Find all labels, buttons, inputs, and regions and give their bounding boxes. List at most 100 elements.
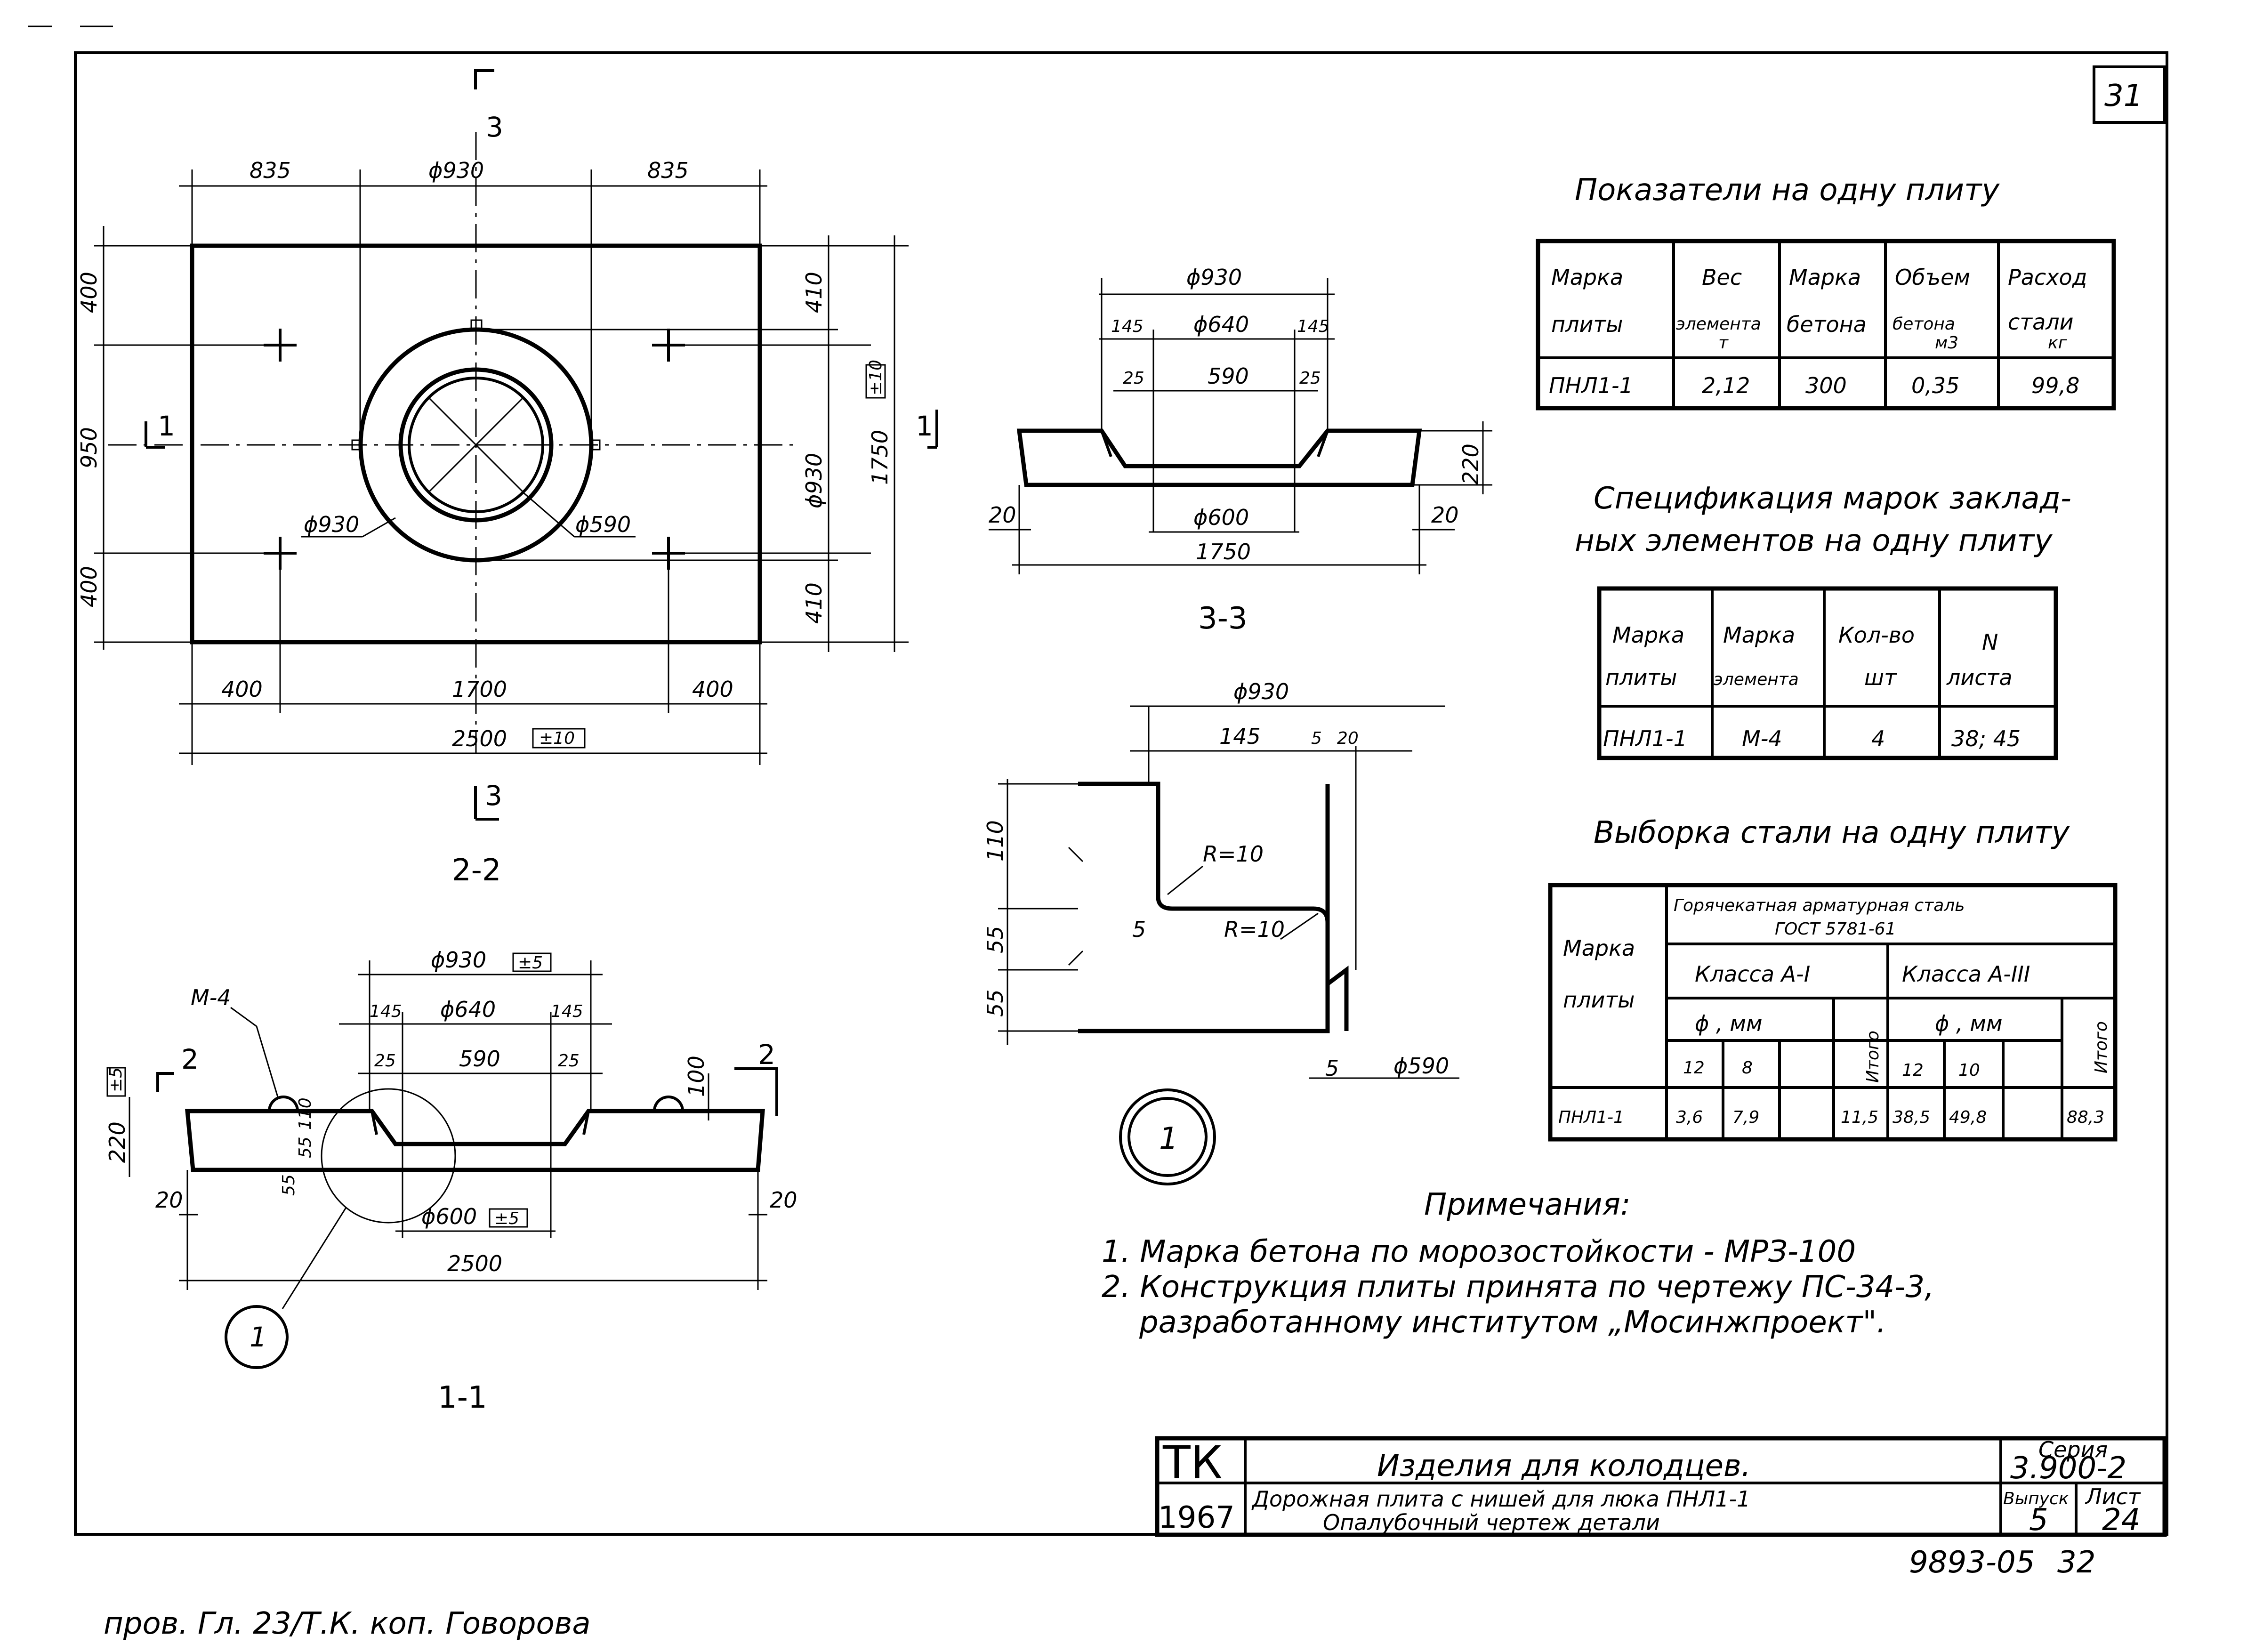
table-indicators: Показатели на одну плиту Марка плиты Вес…	[1536, 173, 2116, 411]
section33-profile	[1016, 428, 1422, 487]
mark-tag-m4: М-4	[191, 985, 231, 1010]
dim-niche-55: 55	[296, 1136, 315, 1158]
t2-cell-qty: 4	[1871, 726, 1885, 751]
cut-mark-top	[474, 69, 494, 89]
t3-cell-a1-12: 3,6	[1676, 1108, 1703, 1127]
d1-dim-110: 110	[983, 820, 1008, 862]
t1-h-steel-2: стали	[2008, 309, 2074, 335]
cut-mark-bottom	[474, 786, 499, 821]
table2-frame	[1597, 586, 2058, 760]
dim-25-left: 25	[374, 1051, 396, 1071]
t1-h-steel-1: Расход	[2008, 265, 2087, 290]
t2-h-sheet-2: листа	[1946, 665, 2013, 690]
t2-cell-sheet: 38; 45	[1951, 726, 2021, 751]
t3-d1-8: 8	[1742, 1058, 1753, 1078]
t1-cell-steel: 99,8	[2031, 373, 2079, 398]
t2-h-plate-2: плиты	[1605, 665, 1677, 690]
d1-dim-5c: 5	[1325, 1056, 1339, 1081]
detail-profile-left	[1078, 782, 1330, 1033]
dim-top-phi930: ϕ930	[428, 158, 484, 183]
detail-label-ring-outer	[1119, 1088, 1216, 1185]
tol-box	[489, 1208, 528, 1228]
t1-h-volume-3: м3	[1935, 333, 1958, 353]
t2-cell-plate: ПНЛ1-1	[1603, 726, 1687, 751]
tol-right: ±10	[866, 360, 886, 395]
t2-h-elem-2: элемента	[1714, 670, 1799, 689]
cut-arrow-right-label: 2	[758, 1039, 775, 1071]
detail-1: ϕ930 145 5 20 110 55 55 R=10 R=10 5 5 ϕ5…	[983, 679, 1459, 1185]
sheet-number-box	[2093, 65, 2166, 124]
dim-left-950: 950	[76, 427, 102, 468]
table1-frame	[1536, 239, 2116, 411]
leader	[522, 491, 575, 538]
t3-d1-12: 12	[1683, 1058, 1705, 1078]
d1-dim-phi930: ϕ930	[1233, 679, 1289, 704]
s33-dim-20-right: 20	[1431, 502, 1459, 528]
d1-radius-2: R=10	[1224, 917, 1285, 942]
table1-title: Показатели на одну плиту	[1575, 173, 2000, 208]
table-embedded-elements: Спецификация марок заклад- ных элементов…	[1575, 481, 2071, 760]
section33-niche	[1100, 430, 1329, 458]
sheet-frame	[74, 51, 2168, 1536]
detail-ref-bubble	[225, 1305, 289, 1369]
t3-h-total-3: Итого	[2092, 1021, 2111, 1073]
table-steel-selection: Выборка стали на одну плиту Марка плиты …	[1548, 815, 2118, 1142]
d1-dim-phi590: ϕ590	[1393, 1053, 1449, 1079]
s33-dim-phi600: ϕ600	[1193, 505, 1249, 530]
dim-20-left: 20	[155, 1187, 183, 1213]
t2-h-plate-1: Марка	[1612, 622, 1684, 648]
t1-h-weight-1: Вес	[1702, 265, 1742, 290]
section11-label: 1-1	[438, 1380, 487, 1415]
t3-h-phi-3: ϕ , мм	[1935, 1011, 2003, 1036]
notes-title: Примечания:	[1424, 1187, 1631, 1222]
t1-cell-volume: 0,35	[1911, 373, 1959, 398]
tol-phi600: ±5	[494, 1209, 519, 1228]
d1-dim-55: 55	[983, 926, 1008, 953]
t1-h-concrete-2: бетона	[1787, 312, 1867, 337]
t3-h-plate-2: плиты	[1563, 987, 1635, 1013]
s33-dim-25-left: 25	[1123, 369, 1144, 388]
tol-bottom: ±10	[539, 729, 575, 748]
t1-h-concrete-1: Марка	[1789, 265, 1861, 290]
tb-series-label: Серия	[2038, 1437, 2108, 1462]
s33-dim-20-left: 20	[989, 502, 1016, 528]
t3-h-gost: ГОСТ 5781-61	[1775, 919, 1896, 939]
note-1: 1. Марка бетона по морозостойкости - МРЗ…	[1102, 1234, 1856, 1269]
s33-dim-590: 590	[1208, 363, 1249, 389]
tol-box	[512, 952, 552, 972]
dim-25-right: 25	[558, 1051, 580, 1071]
s33-dim-220: 220	[1458, 443, 1483, 485]
cut-mark-left	[145, 421, 165, 449]
t1-h-mark-2: плиты	[1551, 312, 1623, 337]
cut-label-left: 1	[158, 410, 175, 442]
section11-hook-left	[268, 1096, 299, 1112]
dim-right-1750: 1750	[867, 430, 893, 485]
dim-220: 220	[105, 1121, 130, 1163]
dim-bottom-400-left: 400	[221, 677, 263, 702]
t1-cell-weight: 2,12	[1702, 373, 1750, 398]
cut-arrow-left-label: 2	[181, 1043, 199, 1075]
detail-label-ring-inner	[1128, 1097, 1208, 1177]
tb-title: Изделия для колодцев.	[1377, 1449, 1751, 1483]
t1-h-volume-2: бетона	[1893, 314, 1955, 334]
callout-phi930: ϕ930	[304, 512, 359, 537]
dim-left-400-top: 400	[76, 272, 102, 313]
s33-dim-phi930: ϕ930	[1186, 265, 1242, 290]
dim-right-410-bottom: 410	[801, 582, 827, 624]
tb-series: 3.900-2	[2010, 1451, 2126, 1486]
tb-subtitle-2: Опалубочный чертеж детали	[1323, 1510, 1660, 1535]
dim-2500: 2500	[447, 1251, 502, 1276]
dim-phi640: ϕ640	[440, 997, 496, 1022]
dim-145-right: 145	[551, 1002, 583, 1021]
plan-hook-right	[590, 439, 601, 451]
plan-hook-top	[470, 319, 483, 330]
tol-box	[106, 1067, 126, 1097]
d1-dim-5: 5	[1311, 729, 1322, 748]
note-2: 2. Конструкция плиты принята по чертежу …	[1102, 1270, 1934, 1305]
section-1-1: 1 М-4 ϕ930 ±5 145 ϕ640 145 25 590 25 ϕ60…	[105, 947, 797, 1415]
t3-h-plate-1: Марка	[1563, 935, 1635, 961]
table2-title-1: Спецификация марок заклад-	[1594, 481, 2071, 516]
plan-hook-left	[351, 439, 362, 451]
t3-h-class1: Класса А-I	[1695, 961, 1810, 987]
dim-20-right: 20	[770, 1187, 797, 1213]
